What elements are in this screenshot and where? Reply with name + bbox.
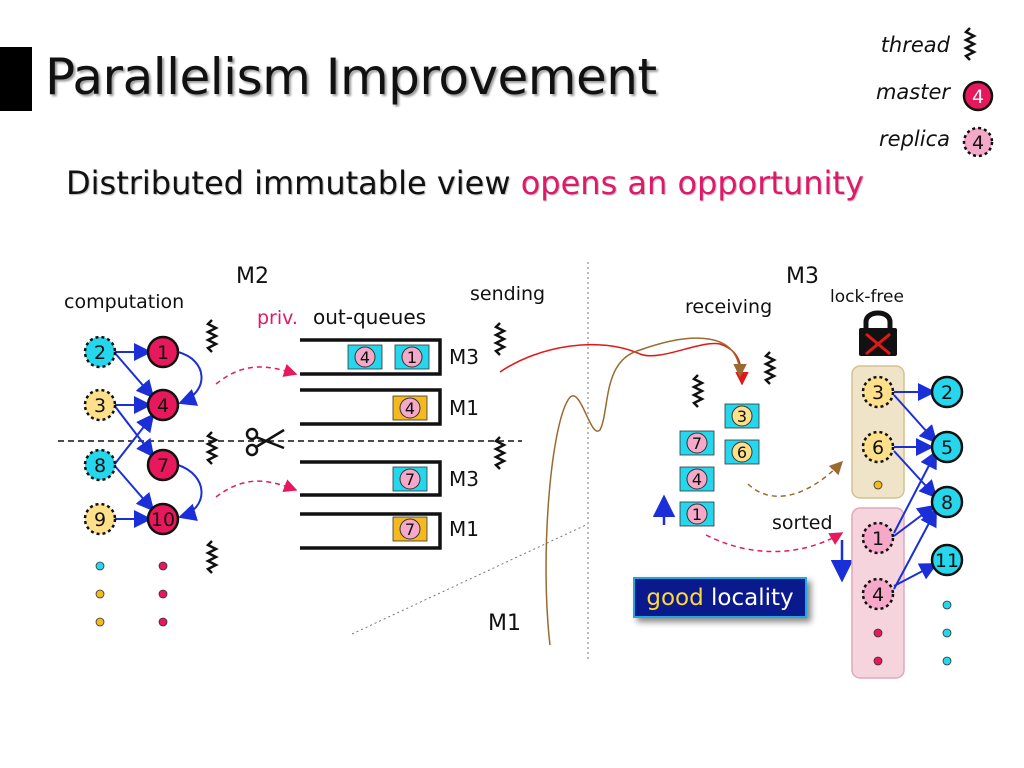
queue-message-circle [399, 518, 421, 540]
m2-replica-node [83, 448, 117, 482]
m2-master-node [146, 335, 180, 369]
queue-message-label: 7 [405, 520, 415, 539]
m2-replica-node [83, 502, 117, 536]
legend-thread-icon [963, 27, 977, 61]
good-locality-badge: good locality [633, 577, 807, 618]
m3-replica-node-label: 6 [872, 437, 884, 459]
legend-master-label: master [875, 80, 950, 104]
recv-message-circle [686, 468, 708, 490]
m3-replica-node [861, 375, 895, 409]
queue-message-label: 1 [407, 348, 417, 367]
send-to-m1-curve [545, 337, 747, 646]
m2-replica-node-label: 8 [94, 455, 106, 477]
legend-master-num: 4 [972, 86, 984, 108]
thread-icon [493, 322, 507, 356]
queue-message-label: 4 [405, 399, 415, 418]
queue-message-label: 7 [405, 470, 415, 489]
m2-master-node [146, 502, 180, 536]
legend-master-icon [962, 80, 994, 112]
m1-divider [351, 523, 589, 635]
m2-replica-node-label: 3 [94, 395, 106, 417]
queue-message-circle [399, 397, 421, 419]
m3-master-node-label: 2 [941, 382, 953, 404]
scissors-icon [245, 427, 285, 457]
queue-message-circle [354, 346, 376, 368]
m3-replica-node-label: 3 [872, 382, 884, 404]
label-computation: computation [64, 291, 184, 313]
label-out-queues: out-queues [313, 305, 426, 329]
subtitle-part1: Distributed immutable view [66, 164, 511, 202]
m3-master-node [930, 375, 964, 409]
m2-master-node [146, 448, 180, 482]
recv-message-label: 6 [737, 443, 747, 462]
recv-message-circle [686, 503, 708, 525]
m3-replica-node [861, 577, 895, 611]
good-locality-rest: locality [711, 584, 794, 611]
subtitle-part2: opens an opportunity [520, 164, 864, 202]
queue-dest-label: M3 [449, 345, 479, 369]
label-receiving: receiving [685, 296, 772, 318]
m3-master-node [930, 543, 964, 577]
thread-icon [763, 351, 777, 385]
legend-thread-label: thread [880, 33, 950, 57]
m3-master-node-label: 5 [941, 437, 953, 459]
label-lock-free: lock-free [830, 287, 904, 307]
m2-master-node-label: 10 [151, 509, 175, 531]
m2-master-node-label: 1 [157, 342, 169, 364]
recv-message-label: 7 [692, 434, 702, 453]
queue-message-label: 4 [360, 348, 370, 367]
good-locality-good: good [646, 584, 704, 611]
machine-label-m1: M1 [488, 611, 521, 636]
m2-replica-node [83, 388, 117, 422]
m3-replica-node [861, 430, 895, 464]
m3-master-node-label: 11 [935, 550, 959, 572]
send-to-m3-curve [499, 342, 749, 386]
m3-master-node-label: 8 [941, 492, 953, 514]
slide-title: Parallelism Improvement [45, 48, 657, 106]
m2-replica-node-label: 2 [94, 342, 106, 364]
m2-replica-node [83, 335, 117, 369]
queue-dest-label: M3 [449, 467, 479, 491]
label-priv: priv. [257, 307, 298, 329]
recv-message-circle [731, 441, 753, 463]
label-sorted: sorted [772, 512, 833, 534]
m2-replica-node-label: 9 [94, 509, 106, 531]
m3-replica-node-label: 1 [872, 528, 884, 550]
thread-icon [691, 374, 705, 408]
queue-dest-label: M1 [449, 396, 479, 420]
lock-icon [859, 310, 897, 356]
recv-message-label: 1 [692, 505, 702, 524]
thread-icon [493, 436, 507, 470]
queue-message-circle [401, 346, 423, 368]
thread-icon [205, 540, 219, 574]
m2-master-node-label: 7 [157, 455, 169, 477]
machine-label-m2: M2 [236, 264, 269, 289]
recv-message-circle [686, 432, 708, 454]
recv-message-label: 3 [737, 407, 747, 426]
m3-master-node [930, 430, 964, 464]
recv-message-label: 4 [692, 470, 702, 489]
m3-replica-node-label: 4 [872, 584, 884, 606]
machine-label-m3: M3 [786, 264, 819, 289]
title-accent-bar [0, 47, 32, 111]
label-sending: sending [470, 283, 545, 305]
slide-subtitle: Distributed immutable view opens an oppo… [66, 164, 864, 202]
legend-replica-icon [962, 126, 994, 158]
queue-dest-label: M1 [449, 517, 479, 541]
m2-master-node [146, 388, 180, 422]
queue-message-circle [399, 468, 421, 490]
recv-message-circle [731, 405, 753, 427]
m3-master-node [930, 485, 964, 519]
m2-master-node-label: 4 [157, 395, 169, 417]
legend-replica-label: replica [879, 127, 950, 151]
legend-replica-num: 4 [972, 132, 984, 154]
thread-icon [205, 431, 219, 465]
m3-replica-node [861, 521, 895, 555]
thread-icon [205, 319, 219, 353]
